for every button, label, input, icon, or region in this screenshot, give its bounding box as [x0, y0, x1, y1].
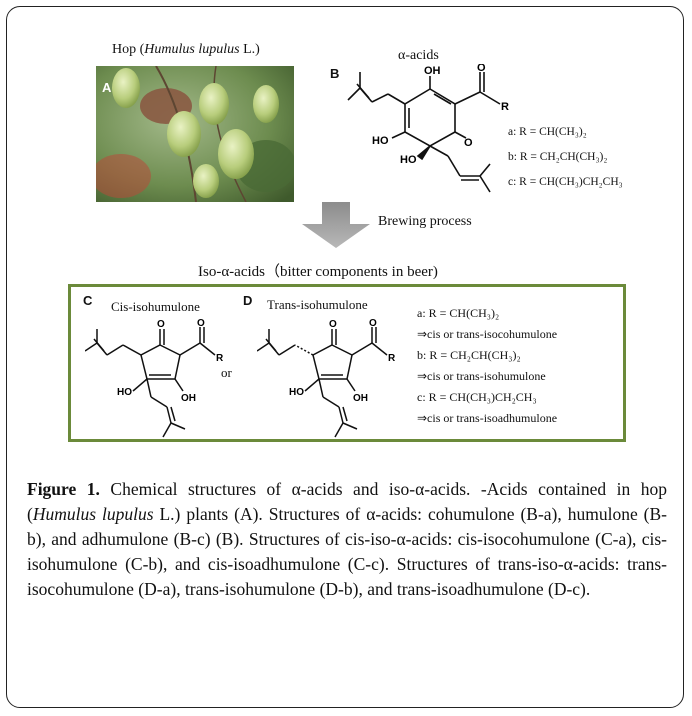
r-label-b: R — [501, 101, 509, 113]
trans-isohumulone-name: Trans-isohumulone — [267, 297, 368, 312]
iso-alpha-acids-title: Iso-α-acids（bitter components in beer) — [198, 264, 438, 280]
iso-r-c: c: R = CH(CH₃)CH₂CH₃ — [417, 390, 537, 404]
panel-b-label: B — [330, 66, 340, 81]
down-arrow-icon — [302, 202, 370, 248]
carbonyl-o-label: O — [477, 64, 486, 74]
trans-isohumulone-structure: O O R OH HO — [257, 318, 396, 438]
hop-photo: A — [96, 66, 294, 202]
cis-o-top: O — [157, 319, 165, 330]
trans-ho: HO — [289, 387, 304, 398]
panel-d-label: D — [243, 293, 253, 308]
iso-r-a: a: R = CH(CH₃)₂ — [417, 306, 500, 320]
cis-ho: HO — [117, 387, 132, 398]
trans-r: R — [388, 353, 396, 364]
figure-label: Figure 1. — [27, 479, 100, 499]
alpha-acids-title: α-acids — [398, 48, 439, 63]
ho-label-1: HO — [372, 135, 389, 147]
figure-caption: Figure 1. Chemical structures of α-acids… — [27, 479, 667, 599]
alpha-acid-structure: OH O R O HO HO — [347, 64, 509, 193]
cis-isohumulone-structure: O O R OH HO — [85, 318, 224, 438]
cis-isohumulone-name: Cis-isohumulone — [111, 299, 200, 314]
figure-frame — [6, 6, 684, 708]
r-group-a: a: R = CH(CH₃)₂ — [508, 126, 587, 138]
iso-r-b-names: ⇒cis or trans-isohumulone — [417, 369, 546, 383]
cis-r: R — [216, 353, 224, 364]
trans-o-acyl: O — [369, 318, 377, 329]
ho-label-2: HO — [400, 154, 417, 166]
hop-photo-title: Hop (Humulus lupulus L.) — [112, 42, 260, 57]
trans-oh: OH — [353, 393, 368, 404]
r-group-b: b: R = CH₂CH(CH₃)₂ — [508, 151, 608, 163]
panel-a-label: A — [102, 80, 112, 95]
iso-r-a-names: ⇒cis or trans-isocohumulone — [417, 327, 558, 341]
trans-o-top: O — [329, 319, 337, 330]
panel-c-label: C — [83, 293, 93, 308]
iso-r-groups: a: R = CH(CH₃)₂ ⇒cis or trans-isocohumul… — [417, 303, 557, 429]
iso-r-c-names: ⇒cis or trans-isoadhumulone — [417, 411, 558, 425]
cis-o-acyl: O — [197, 318, 205, 329]
cis-oh: OH — [181, 393, 196, 404]
iso-alpha-acids-box: C Cis-isohumulone D Trans-isohumulone or… — [68, 284, 626, 442]
or-label: or — [221, 365, 232, 380]
brewing-process-label: Brewing process — [378, 214, 472, 229]
r-group-c: c: R = CH(CH₃)CH₂CH₃ — [508, 176, 623, 188]
iso-r-b: b: R = CH₂CH(CH₃)₂ — [417, 348, 521, 362]
hop-photo-illustration — [96, 66, 294, 202]
ring-o-label: O — [464, 137, 473, 149]
alpha-r-groups: a: R = CH(CH₃)₂ b: R = CH₂CH(CH₃)₂ c: R … — [508, 120, 623, 195]
oh-label-top: OH — [424, 65, 441, 77]
